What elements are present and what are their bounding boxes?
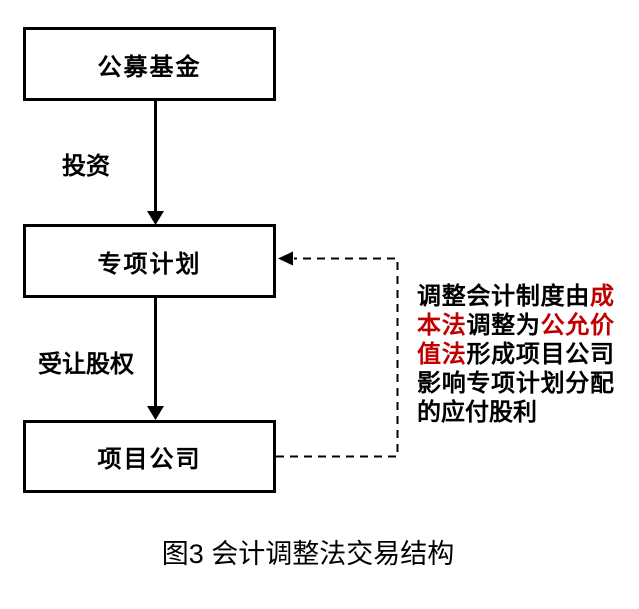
arrow-invest xyxy=(147,101,164,225)
annotation-segment: 调整会计制度由 xyxy=(417,283,590,310)
box-label-special-plan: 专项计划 xyxy=(97,250,202,278)
figure-caption: 图3 会计调整法交易结构 xyxy=(161,539,455,569)
arrow-transfer-equity xyxy=(147,298,164,420)
edge-label-transfer-equity: 受让股权 xyxy=(38,351,134,378)
annotation-segment-highlight: 成本法 xyxy=(417,283,614,339)
flowchart-box-public-fund: 公募基金 xyxy=(23,27,276,101)
annotation-segment: 形成项目公司影响专项计划分配的应付股利 xyxy=(417,341,615,426)
edge-label-invest: 投资 xyxy=(62,153,110,180)
flowchart-box-special-plan: 专项计划 xyxy=(23,224,276,298)
annotation-segment-highlight: 公允价值法 xyxy=(417,312,615,368)
dashed-feedback-connector xyxy=(276,251,399,458)
flowchart-box-project-company: 项目公司 xyxy=(23,420,276,493)
annotation-segment: 调整为 xyxy=(466,312,541,339)
annotation-text: 调整会计制度由成本法调整为公允价值法形成项目公司影响专项计划分配的应付股利 xyxy=(417,282,614,427)
box-label-project-company: 项目公司 xyxy=(97,446,202,473)
box-label-public-fund: 公募基金 xyxy=(97,53,202,81)
